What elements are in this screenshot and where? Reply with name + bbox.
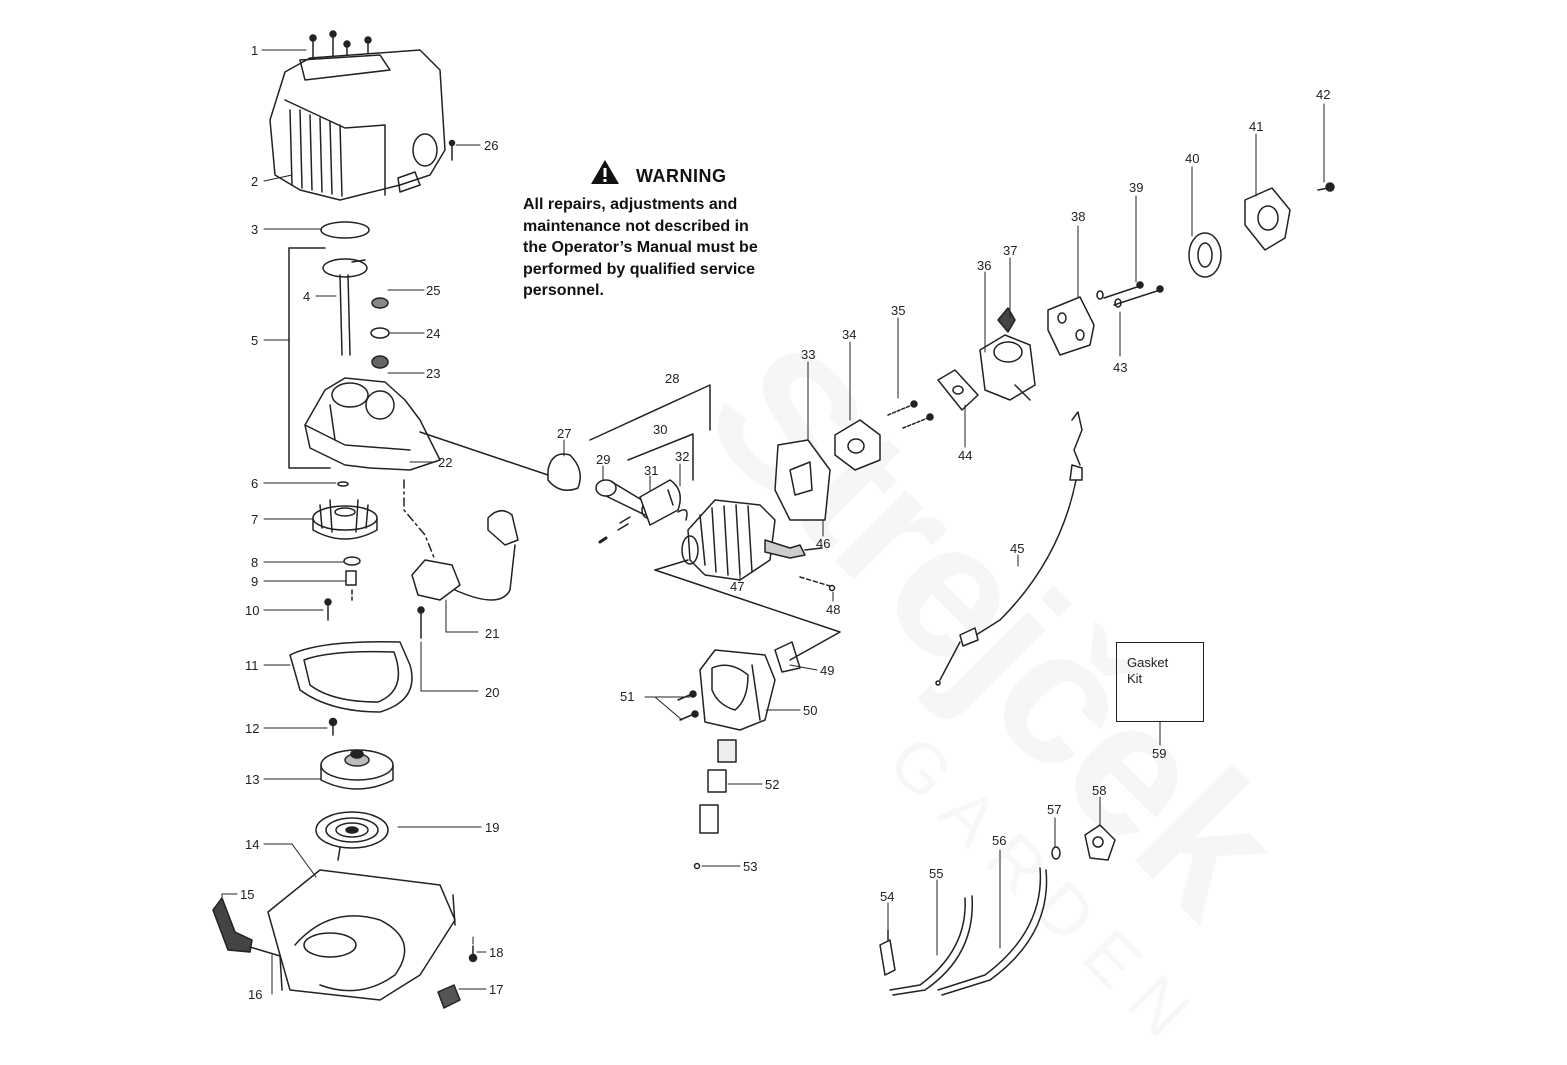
callout-44: 44 (958, 448, 973, 463)
callout-19: 19 (485, 820, 500, 835)
callout-43: 43 (1113, 360, 1128, 375)
callout-20: 20 (485, 685, 500, 700)
gasket-kit-label-line1: Gasket (1127, 655, 1169, 670)
callout-25: 25 (426, 283, 441, 298)
callout-18: 18 (489, 945, 504, 960)
callout-28: 28 (665, 371, 680, 386)
carburetor (979, 307, 1036, 401)
callout-51: 51 (620, 689, 635, 704)
recoil-spring (315, 811, 389, 861)
callout-33: 33 (801, 347, 816, 362)
callout-57: 57 (1047, 802, 1062, 817)
leader-lines (221, 49, 1325, 995)
callout-53: 53 (743, 859, 758, 874)
warning-line: All repairs, adjustments and (523, 196, 738, 213)
callout-9: 9 (251, 574, 259, 589)
callout-6: 6 (251, 476, 259, 491)
heat-shield (774, 439, 831, 521)
callout-32: 32 (675, 449, 690, 464)
callout-27: 27 (557, 426, 572, 441)
crankcase (304, 377, 441, 471)
callout-15: 15 (240, 887, 255, 902)
callout-49: 49 (820, 663, 835, 678)
callout-58: 58 (1092, 783, 1107, 798)
callout-42: 42 (1316, 87, 1331, 102)
callout-22: 22 (438, 455, 453, 470)
callout-1: 1 (251, 43, 259, 58)
flywheel (312, 499, 378, 540)
callout-12: 12 (245, 721, 260, 736)
callout-46: 46 (816, 536, 831, 551)
gasket-kit-label-line2: Kit (1127, 671, 1143, 686)
starter-handle (212, 897, 281, 957)
callout-16: 16 (248, 987, 263, 1002)
callout-59: 59 (1152, 746, 1167, 761)
warning-line: performed by qualified service (523, 260, 756, 278)
callout-24: 24 (426, 326, 441, 341)
throttle-cable (935, 411, 1083, 686)
callout-23: 23 (426, 366, 441, 381)
callout-5: 5 (251, 333, 259, 348)
callout-35: 35 (891, 303, 906, 318)
callout-56: 56 (992, 833, 1007, 848)
callout-45: 45 (1010, 541, 1025, 556)
callout-36: 36 (977, 258, 992, 273)
engine-cover (269, 49, 446, 201)
callout-41: 41 (1249, 119, 1264, 134)
muffler (699, 649, 776, 731)
callout-4: 4 (303, 289, 311, 304)
callout-2: 2 (251, 174, 259, 189)
callout-26: 26 (484, 138, 499, 153)
callout-11: 11 (245, 658, 259, 673)
throttle-shaft (322, 258, 368, 356)
warning-triangle-icon (591, 160, 619, 184)
callout-30: 30 (653, 422, 668, 437)
gasket-kit-box: Gasket Kit (1116, 642, 1204, 722)
fuel-filter (879, 929, 896, 976)
callout-29: 29 (596, 452, 611, 467)
callout-13: 13 (245, 772, 260, 787)
callout-39: 39 (1129, 180, 1144, 195)
callout-48: 48 (826, 602, 841, 617)
callout-38: 38 (1071, 209, 1086, 224)
callout-55: 55 (929, 866, 944, 881)
callout-40: 40 (1185, 151, 1200, 166)
callout-37: 37 (1003, 243, 1018, 258)
callout-52: 52 (765, 777, 780, 792)
callout-47: 47 (730, 579, 745, 594)
warning-line: maintenance not described in (523, 217, 749, 235)
cylinder (681, 499, 776, 581)
callout-34: 34 (842, 327, 857, 342)
crankcase-gasket (547, 453, 581, 491)
starter-gasket (289, 641, 413, 713)
warning-line: personnel. (523, 282, 604, 299)
warning-line: the Operator’s Manual must be (523, 239, 758, 256)
callout-10: 10 (245, 603, 260, 618)
callout-21: 21 (485, 626, 500, 641)
callout-50: 50 (803, 703, 818, 718)
callout-8: 8 (251, 555, 259, 570)
callout-17: 17 (489, 982, 504, 997)
warning-title: WARNING (636, 166, 727, 186)
callout-3: 3 (251, 222, 259, 237)
starter-housing (267, 869, 456, 1001)
o-ring (320, 221, 370, 239)
callout-54: 54 (880, 889, 895, 904)
callout-7: 7 (251, 512, 259, 527)
callout-31: 31 (644, 463, 659, 478)
fuel-line-56 (937, 867, 1042, 991)
gasket-kit-label: Gasket Kit (1127, 655, 1168, 687)
starter-pulley (320, 749, 394, 790)
fuel-line-55 (889, 897, 966, 991)
ignition-module (411, 509, 519, 639)
warning-text: All repairs, adjustments and maintenance… (523, 194, 815, 302)
callout-14: 14 (245, 837, 260, 852)
